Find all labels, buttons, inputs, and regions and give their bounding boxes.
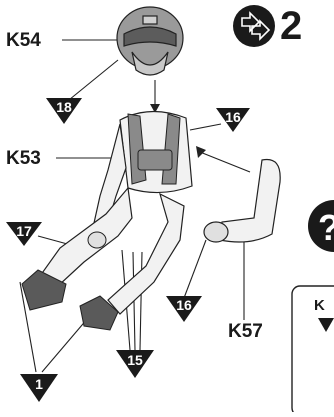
- question-mark-icon: ?: [308, 200, 334, 252]
- detached-arm: [204, 159, 280, 242]
- callout-1: 1: [20, 374, 58, 402]
- assembly-arrow-arm: [200, 152, 250, 172]
- callout-17: 17: [6, 222, 42, 246]
- callout-18-text: 18: [56, 99, 72, 115]
- callout-16-bottom: 16: [166, 296, 202, 322]
- callout-15: 15: [116, 350, 154, 378]
- callout-16-bottom-text: 16: [176, 297, 192, 313]
- callout-17-text: 17: [16, 223, 32, 239]
- helmet: [117, 7, 183, 75]
- part-label-torso: K53: [6, 149, 41, 168]
- leader-18: [64, 60, 118, 104]
- step-number: 2: [280, 6, 302, 46]
- part-label-arm: K57: [228, 322, 263, 341]
- leader-16-top: [190, 124, 221, 130]
- side-box-triangle: [318, 318, 334, 332]
- leader-1b: [42, 318, 88, 372]
- double-arrow-right-icon: [233, 5, 275, 47]
- left-glove: [88, 232, 106, 248]
- callout-16-top-text: 16: [225, 109, 241, 125]
- part-label-head: K54: [6, 31, 41, 50]
- leader-lines: [20, 40, 250, 372]
- leader-15c: [140, 252, 142, 350]
- callout-18: 18: [46, 98, 82, 124]
- side-box-label: K: [314, 298, 325, 313]
- arrowhead-arm: [196, 146, 206, 158]
- leader-16-bottom: [184, 240, 206, 298]
- side-reference-box: [292, 286, 334, 412]
- callout-1-text: 1: [35, 376, 43, 392]
- svg-text:?: ?: [318, 207, 334, 248]
- callout-16-top: 16: [216, 108, 250, 132]
- callout-15-text: 15: [127, 352, 143, 368]
